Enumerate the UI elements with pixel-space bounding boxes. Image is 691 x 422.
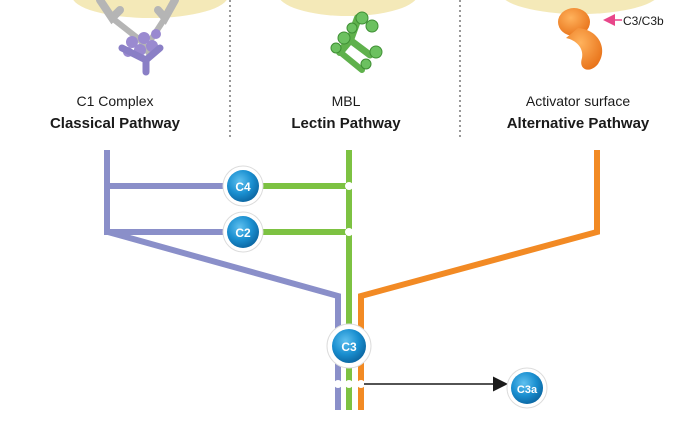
classical-pathway-label: Classical Pathway [50,115,181,132]
c3-label: C3 [341,340,357,354]
alternative-pathway-line [358,150,600,410]
c3a-junctions [334,380,365,388]
lectin-pathway-label: Lectin Pathway [291,115,401,132]
c2-node: C2 [222,211,264,253]
classical-source-label: C1 Complex [76,93,153,109]
c3-convertase-icon [505,0,655,70]
mbl-icon [280,0,416,73]
c2-label: C2 [235,226,251,240]
alternative-pathway-label: Alternative Pathway [507,115,650,132]
c1-complex-icon [73,0,227,76]
c3-node: C3 [326,323,372,369]
alternative-source-label: Activator surface [526,93,630,109]
c4-label: C4 [235,180,251,194]
lectin-junction-c4 [345,182,353,190]
lectin-pathway-lines [255,150,352,410]
lectin-junction-c2 [345,228,353,236]
c3a-label: C3a [517,384,538,396]
c4-node: C4 [222,165,264,207]
c3-c3b-annotation: C3/C3b [623,14,664,28]
c3a-node: C3a [506,367,548,409]
lectin-source-label: MBL [332,93,361,109]
